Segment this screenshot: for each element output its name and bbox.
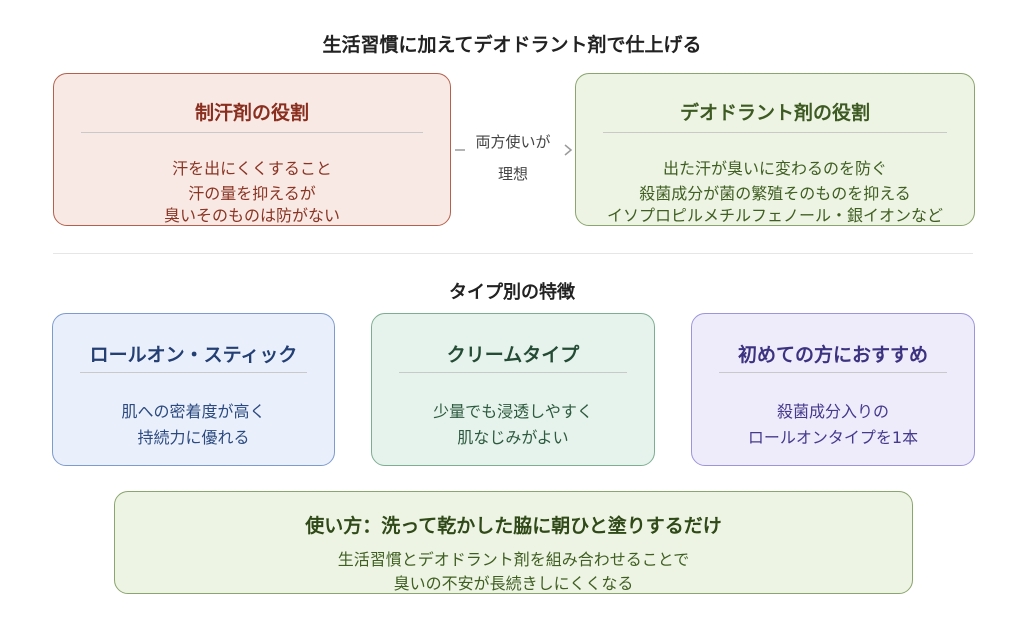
type-box-cream: クリームタイプ 少量でも浸透しやすく 肌なじみがよい <box>371 313 655 466</box>
antiperspirant-line: 汗を出にくくすること <box>172 159 332 178</box>
usage-line: 生活習慣とデオドラント剤を組み合わせることで <box>337 550 690 569</box>
connector-label-line2: 理想 <box>497 165 528 183</box>
type-title: クリームタイプ <box>446 344 580 366</box>
connector-arrow <box>455 144 573 156</box>
antiperspirant-divider <box>81 132 423 133</box>
connector-arrowhead <box>564 144 573 156</box>
type-line: 殺菌成分入りの <box>776 402 889 421</box>
usage-line: 臭いの不安が長続きしにくくなる <box>393 574 634 593</box>
type-title: ロールオン・スティック <box>89 344 298 366</box>
type-line: 少量でも浸透しやすく <box>433 402 593 421</box>
deodorant-line: 出た汗が臭いに変わるのを防ぐ <box>662 159 887 178</box>
antiperspirant-title: 制汗剤の役割 <box>194 102 309 124</box>
type-divider <box>80 372 307 373</box>
main-title: 生活習慣に加えてデオドラント剤で仕上げる <box>322 34 702 56</box>
type-box-rollon-stick: ロールオン・スティック 肌への密着度が高く 持続力に優れる <box>52 313 335 466</box>
deodorant-divider <box>603 132 947 133</box>
type-line: 持続力に優れる <box>137 428 250 447</box>
type-line: 肌への密着度が高く <box>121 402 266 421</box>
connector-label-line1: 両方使いが <box>475 133 551 151</box>
type-title: 初めての方におすすめ <box>737 344 928 366</box>
type-divider <box>399 372 627 373</box>
antiperspirant-line: 汗の量を抑えるが <box>188 184 316 203</box>
deodorant-line: 殺菌成分が菌の繁殖そのものを抑える <box>639 184 911 203</box>
section-divider <box>53 253 973 254</box>
deodorant-role-box: デオドラント剤の役割 出た汗が臭いに変わるのを防ぐ 殺菌成分が菌の繁殖そのものを… <box>575 73 975 226</box>
type-line: 肌なじみがよい <box>457 428 569 447</box>
type-line: ロールオンタイプを1本 <box>747 428 919 447</box>
deodorant-line: イソプロピルメチルフェノール・銀イオンなど <box>606 206 943 225</box>
type-divider <box>719 372 947 373</box>
type-box-beginner: 初めての方におすすめ 殺菌成分入りの ロールオンタイプを1本 <box>691 313 975 466</box>
antiperspirant-role-box: 制汗剤の役割 汗を出にくくすること 汗の量を抑えるが 臭いそのものは防がない <box>53 73 451 226</box>
antiperspirant-line: 臭いそのものは防がない <box>163 206 340 225</box>
deodorant-title: デオドラント剤の役割 <box>679 102 870 124</box>
section-title: タイプ別の特徴 <box>449 282 575 303</box>
usage-title: 使い方：洗って乾かした脇に朝ひと塗りするだけ <box>305 515 722 537</box>
usage-box: 使い方：洗って乾かした脇に朝ひと塗りするだけ 生活習慣とデオドラント剤を組み合わ… <box>114 491 913 594</box>
